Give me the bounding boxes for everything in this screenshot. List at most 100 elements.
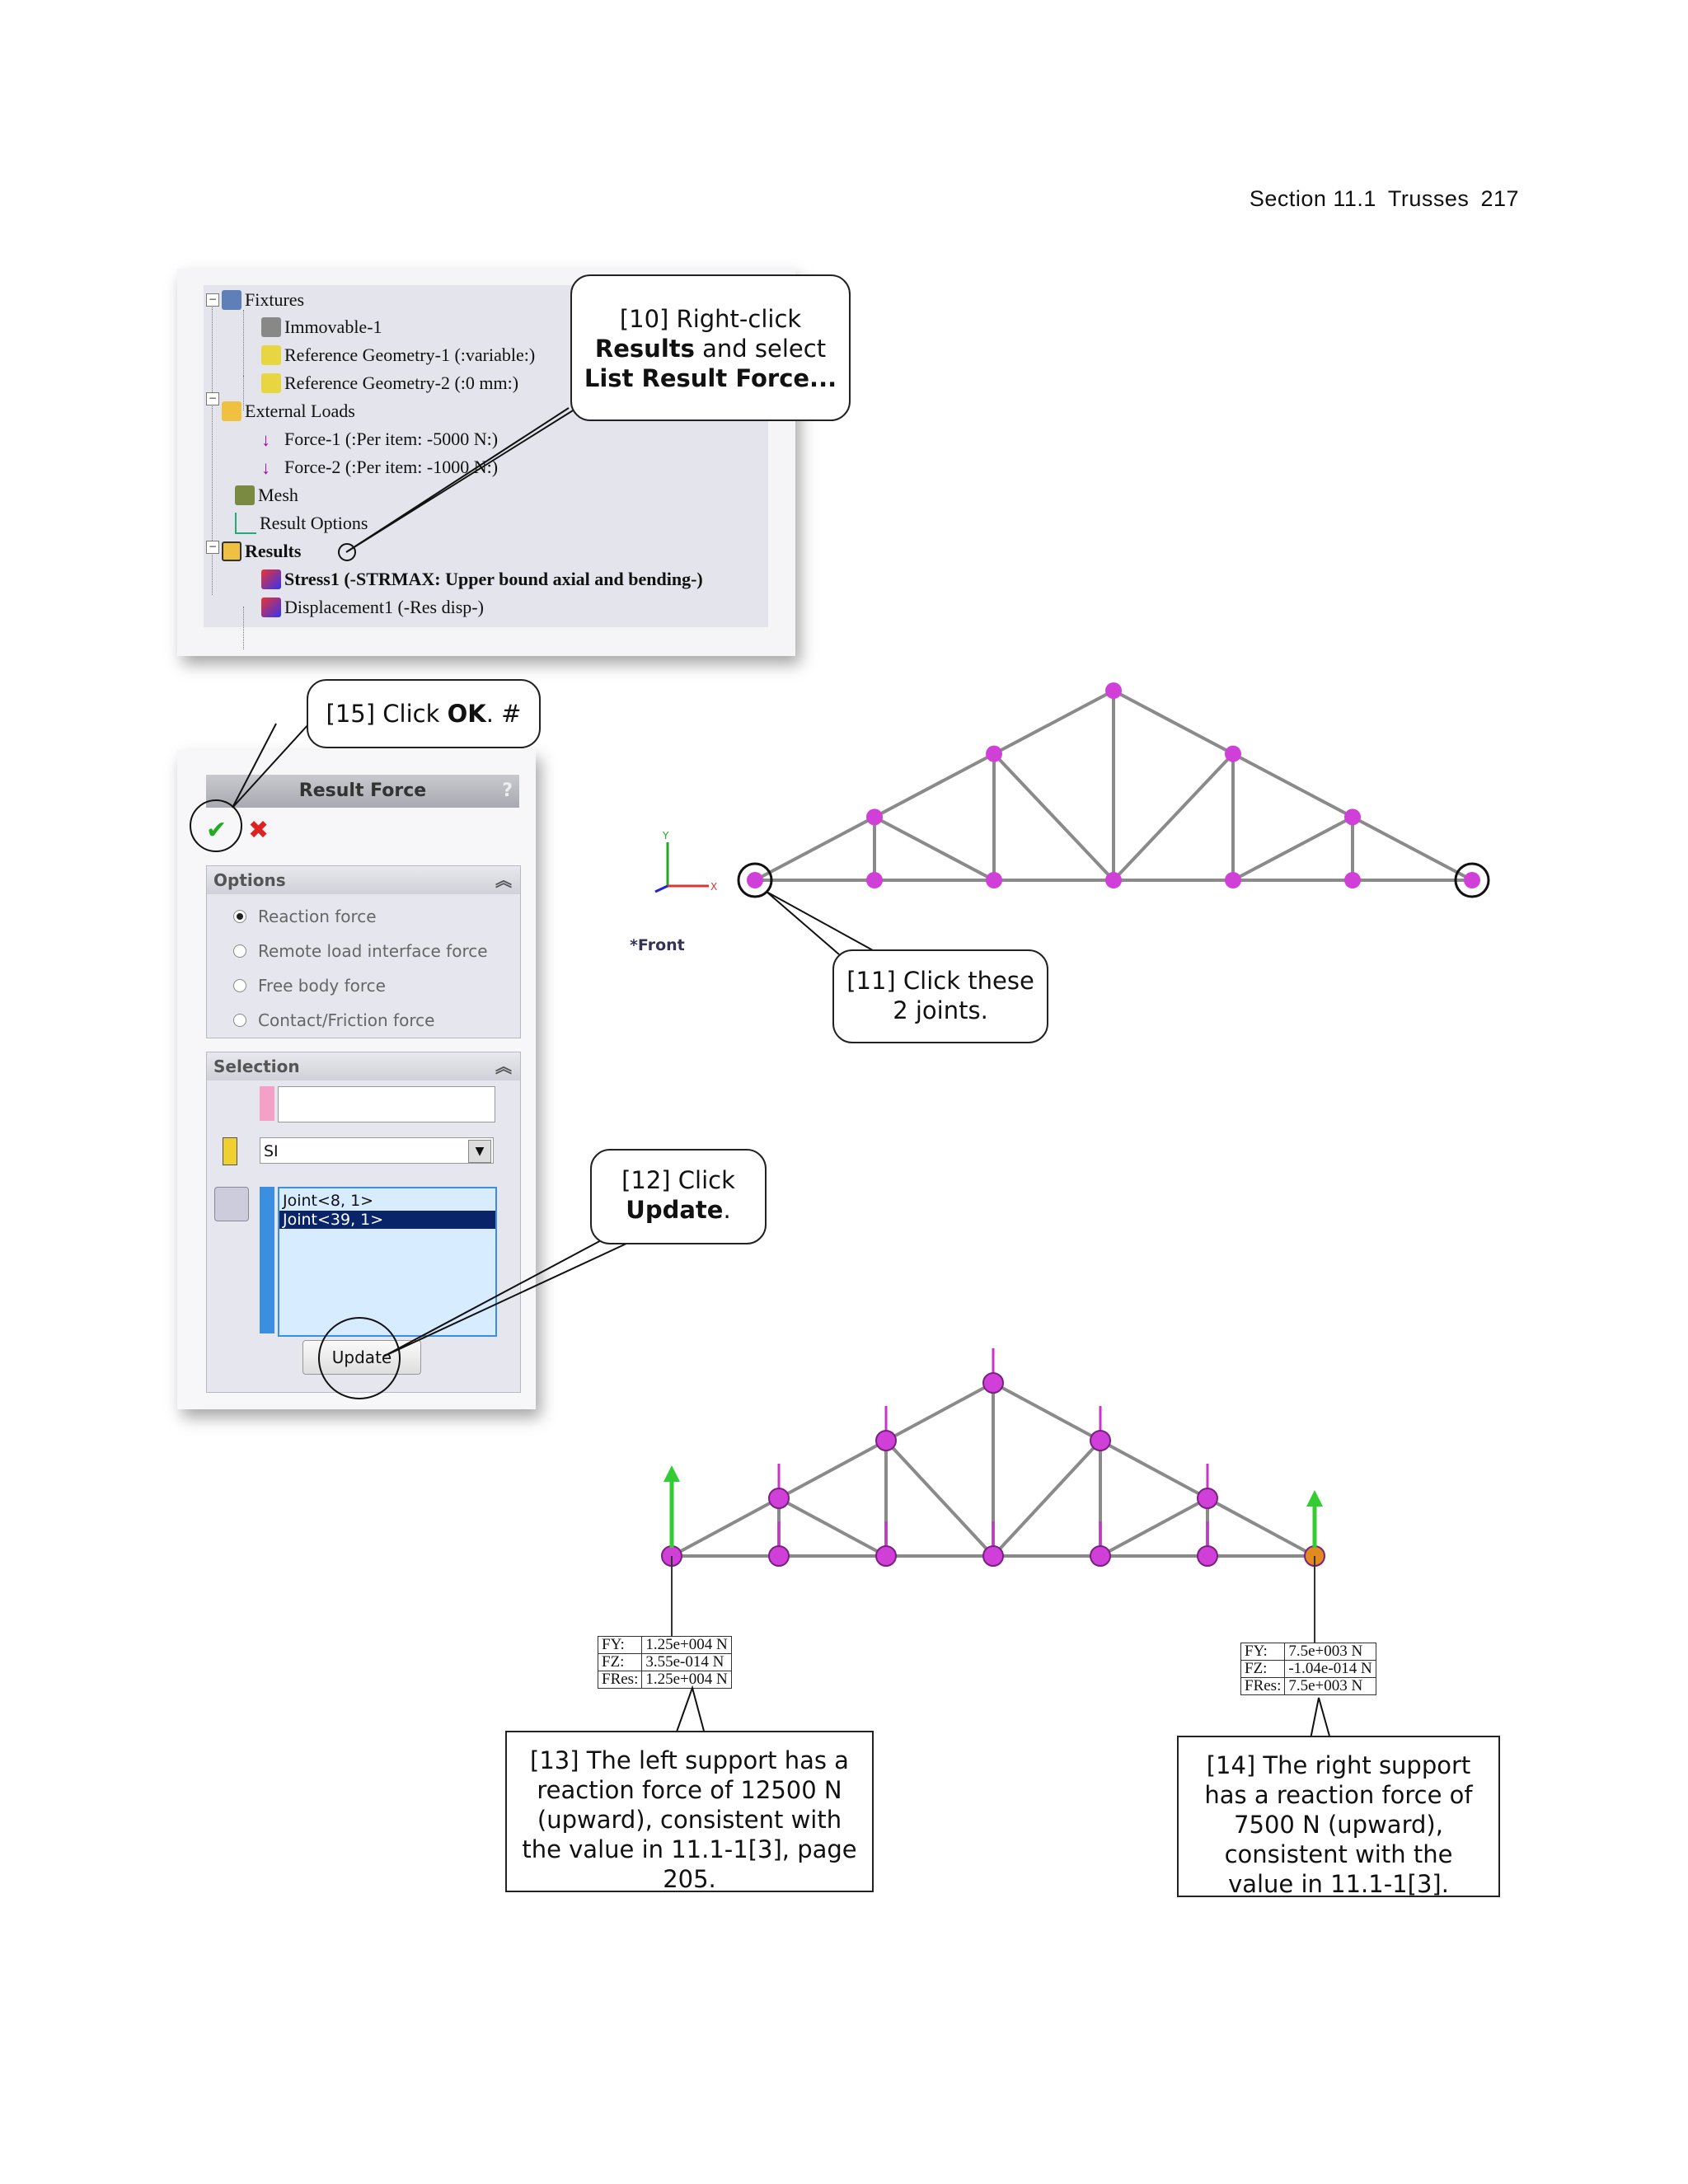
truss-joint <box>747 872 763 888</box>
truss-joint <box>875 1430 897 1451</box>
table-cell: FY: <box>1240 1643 1286 1661</box>
reference-geometry-icon <box>261 373 281 393</box>
truss-member <box>754 689 1114 882</box>
truss-joint <box>1090 1545 1111 1567</box>
collapse-chevron-icon[interactable]: ︽ <box>495 870 512 890</box>
fixtures-icon <box>222 290 241 310</box>
truss-joint <box>875 1545 897 1567</box>
selected-joint-circle <box>737 862 773 898</box>
page-number: 217 <box>1480 186 1519 211</box>
truss-joint <box>986 745 1002 762</box>
mesh-icon <box>235 485 255 505</box>
tree-item-refgeom1[interactable]: Reference Geometry-1 (:variable:) <box>261 344 535 366</box>
table-cell: FY: <box>597 1636 643 1654</box>
truss-joint <box>768 1545 790 1567</box>
selected-joint-circle <box>1454 862 1490 898</box>
collapse-toggle[interactable]: − <box>206 541 219 554</box>
callout-11: [11] Click these 2 joints. <box>832 949 1048 1043</box>
list-item[interactable]: Joint<39, 1> <box>279 1211 495 1229</box>
radio-dot <box>233 944 246 958</box>
tree-item-external-loads[interactable]: External Loads <box>222 401 355 422</box>
collapse-toggle[interactable]: − <box>206 293 219 307</box>
callout-10: [10] Right-click Results and select List… <box>570 274 851 421</box>
truss-member <box>874 815 995 882</box>
section-label: Section 11.1 <box>1249 186 1376 211</box>
truss-joint <box>866 872 883 888</box>
table-cell: FRes: <box>1240 1677 1286 1695</box>
selection-color-bar <box>260 1187 274 1333</box>
highlight-circle <box>190 799 242 852</box>
table-cell: 1.25e+004 N <box>641 1636 732 1654</box>
radio-dot <box>233 910 246 923</box>
left-table-row: FY:1.25e+004 N <box>597 1636 732 1654</box>
table-cell: FRes: <box>597 1671 643 1689</box>
highlight-circle <box>318 1317 401 1399</box>
tree-item-immovable[interactable]: Immovable-1 <box>261 316 382 338</box>
external-loads-icon <box>222 401 241 421</box>
radio-dot <box>233 979 246 992</box>
color-swatch <box>260 1086 274 1121</box>
selection-input[interactable] <box>278 1086 495 1122</box>
note-14: [14] The right support has a reaction fo… <box>1177 1736 1500 1898</box>
left-table-row: FRes:1.25e+004 N <box>597 1671 732 1689</box>
truss-joint <box>1197 1545 1218 1567</box>
truss-joint <box>1225 745 1241 762</box>
results-folder-icon <box>222 541 241 561</box>
reaction-arrowhead <box>1306 1490 1323 1507</box>
force-arrow-icon: ↓ <box>261 457 270 478</box>
immovable-icon <box>261 317 281 337</box>
truss-joint <box>1464 872 1480 888</box>
truss-member <box>778 1497 887 1558</box>
table-cell: FZ: <box>1240 1660 1286 1678</box>
tree-item-displacement1[interactable]: Displacement1 (-Res disp-) <box>261 597 484 618</box>
radio-remote-load[interactable]: Remote load interface force <box>233 941 488 961</box>
view-label: *Front <box>630 936 685 954</box>
reference-geometry-icon <box>261 345 281 365</box>
radio-free-body[interactable]: Free body force <box>233 976 386 996</box>
force-arrow-icon: ↓ <box>261 429 270 450</box>
radio-reaction-force[interactable]: Reaction force <box>233 907 377 926</box>
truss-joint <box>982 1545 1004 1567</box>
units-ruler-icon <box>223 1137 237 1165</box>
joint-select-icon[interactable] <box>214 1187 249 1221</box>
truss-joint <box>866 808 883 826</box>
tree-item-fixtures[interactable]: Fixtures <box>222 289 304 311</box>
displacement-plot-icon <box>261 598 281 617</box>
truss-joint <box>1090 1430 1111 1451</box>
tree-item-refgeom2[interactable]: Reference Geometry-2 (:0 mm:) <box>261 373 518 394</box>
truss-member <box>671 1381 994 1558</box>
truss-member <box>1232 815 1353 882</box>
page-header: Section 11.1 Trusses 217 <box>1238 186 1519 212</box>
help-icon[interactable]: ? <box>502 780 513 801</box>
radio-dot <box>233 1014 246 1027</box>
list-item[interactable]: Joint<8, 1> <box>283 1192 374 1210</box>
dropdown-arrow-icon[interactable]: ▼ <box>468 1140 491 1163</box>
right-table-row: FZ:-1.04e-014 N <box>1240 1660 1376 1678</box>
tree-item-results[interactable]: Results <box>222 541 301 562</box>
collapse-toggle[interactable]: − <box>206 392 219 405</box>
truss-member <box>992 1439 1102 1558</box>
truss-member <box>1112 752 1235 882</box>
truss-joint <box>1225 872 1241 888</box>
units-select[interactable]: SI▼ <box>260 1137 494 1164</box>
axis-y-label: Y <box>662 830 669 841</box>
truss-joint <box>1105 682 1122 699</box>
tree-item-mesh[interactable]: Mesh <box>235 485 298 506</box>
truss-joint <box>1105 872 1122 888</box>
truss-member <box>992 1381 1315 1558</box>
table-cell: 3.55e-014 N <box>641 1653 732 1671</box>
topic-label: Trusses <box>1387 186 1470 211</box>
radio-contact-friction[interactable]: Contact/Friction force <box>233 1010 434 1030</box>
collapse-chevron-icon[interactable]: ︽ <box>495 1057 512 1076</box>
tree-item-stress1[interactable]: Stress1 (-STRMAX: Upper bound axial and … <box>261 569 703 590</box>
truss-member <box>884 1439 995 1558</box>
axis-x-label: X <box>710 881 717 893</box>
truss-joint <box>986 872 1002 888</box>
callout-15: [15] Click OK. # <box>307 679 541 748</box>
options-section: Options︽ <box>206 865 521 1038</box>
cancel-x-icon[interactable]: ✖ <box>248 816 270 845</box>
table-cell: 1.25e+004 N <box>641 1671 732 1689</box>
